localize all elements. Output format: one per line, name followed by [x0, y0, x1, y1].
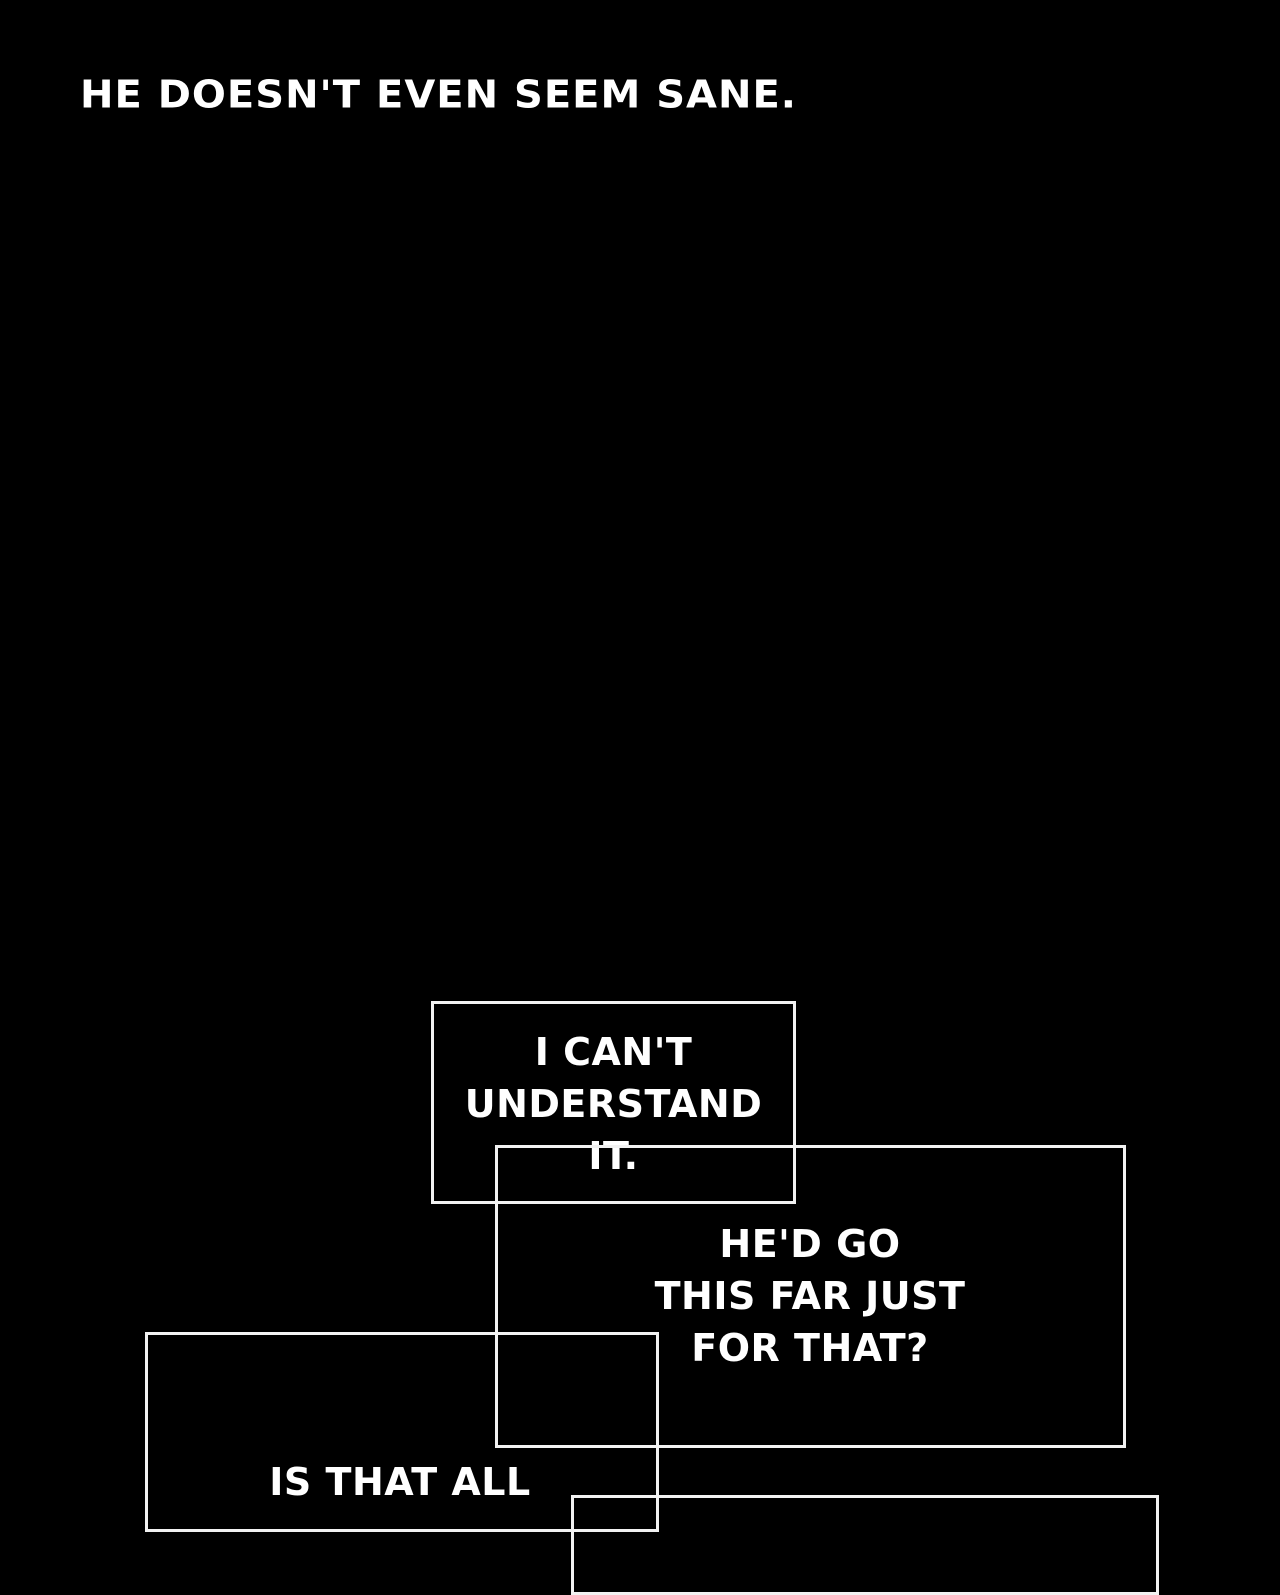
panel-box-1 — [431, 1001, 796, 1204]
panel-box-4 — [571, 1495, 1159, 1595]
panel-box-2 — [495, 1145, 1126, 1448]
caption-top: HE DOESN'T EVEN SEEM SANE. — [80, 73, 797, 117]
panel-text-3: IS THAT ALL — [269, 1460, 531, 1504]
panel-text-1: I CAN'T UNDERSTAND IT. — [464, 1030, 763, 1178]
panel-text-2: HE'D GO THIS FAR JUST FOR THAT? — [654, 1222, 966, 1370]
